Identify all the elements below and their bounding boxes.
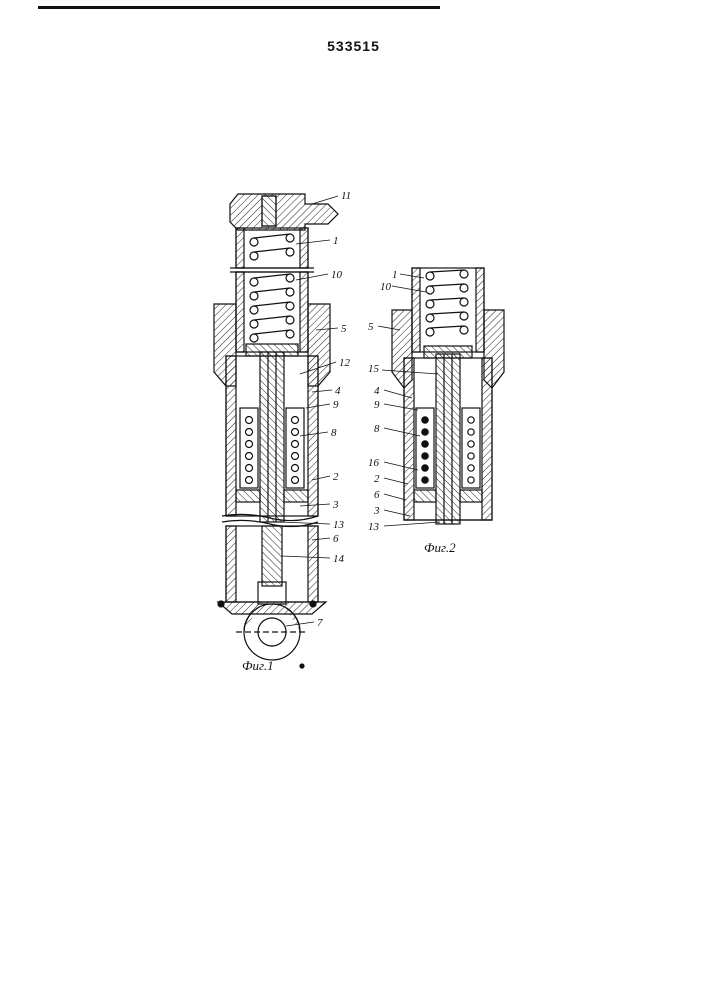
fig2-label: 16 xyxy=(368,457,380,469)
spring-10-fig2 xyxy=(426,270,468,336)
fig1-label: 8 xyxy=(331,427,337,439)
figure-2-drawing xyxy=(392,268,504,524)
fig2-label: 10 xyxy=(380,281,392,293)
fig1-label: 14 xyxy=(333,553,345,565)
fig1-label: 13 xyxy=(333,519,345,531)
fig1-label: 2 xyxy=(333,471,339,483)
fig1-label: 11 xyxy=(341,190,351,202)
fig1-label: 12 xyxy=(339,357,351,369)
fig2-label: 1 xyxy=(392,269,398,281)
fig2-label: 9 xyxy=(374,399,380,411)
fig1-label: 6 xyxy=(333,533,339,545)
fig2-label: 6 xyxy=(374,489,380,501)
fig2-label: 15 xyxy=(368,363,380,375)
fig1-label: 3 xyxy=(332,499,339,511)
fig1-caption: Фиг.1 xyxy=(242,658,274,673)
figure-1-drawing xyxy=(214,194,338,668)
fig2-label: 13 xyxy=(368,521,380,533)
fig1-label: 9 xyxy=(333,399,339,411)
spring-10 xyxy=(250,234,294,342)
fig1-label: 7 xyxy=(317,617,323,629)
fig1-label: 4 xyxy=(335,385,341,397)
fig2-label: 2 xyxy=(374,473,380,485)
fig2-label: 4 xyxy=(374,385,380,397)
fig2-label: 8 xyxy=(374,423,380,435)
fig2-label: 5 xyxy=(368,321,374,333)
fig2-caption: Фиг.2 xyxy=(424,540,456,555)
fig1-label: 1 xyxy=(333,235,339,247)
fig1-label: 5 xyxy=(341,323,347,335)
fig2-label: 3 xyxy=(373,505,380,517)
fig1-label: 10 xyxy=(331,269,343,281)
